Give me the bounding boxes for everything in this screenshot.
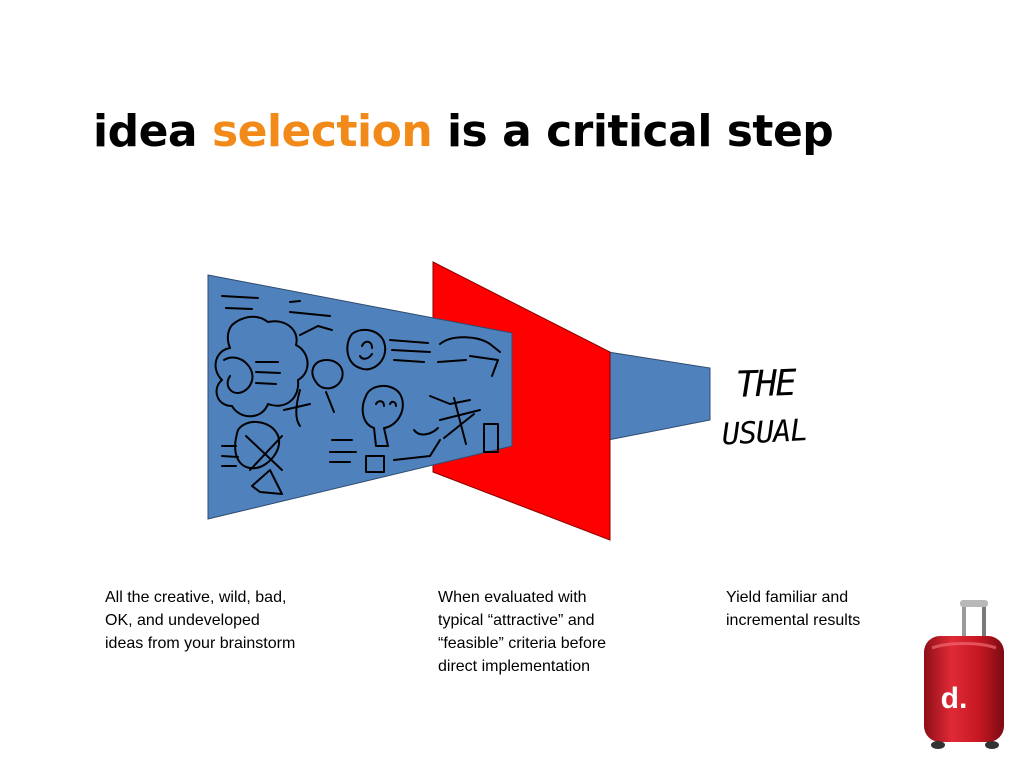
- slide-title: idea selection is a critical step: [93, 106, 834, 159]
- ideas-trapezoid: [207, 274, 513, 520]
- caption-line: ideas from your brainstorm: [105, 635, 296, 652]
- handwritten-the-usual: THE USUAL: [721, 363, 808, 453]
- suitcase-wheel-right: [985, 741, 999, 749]
- handwritten-line-1: THE: [735, 363, 798, 406]
- brainstorm-scribbles: [214, 295, 501, 495]
- caption-line: typical “attractive” and: [438, 612, 595, 629]
- caption-brainstorm: All the creative, wild, bad, OK, and und…: [105, 586, 295, 655]
- title-part-1: idea: [93, 106, 212, 157]
- suitcase-handle-right: [982, 602, 986, 640]
- logo-text: d.: [940, 682, 968, 715]
- title-accent-word: selection: [211, 106, 433, 157]
- handwritten-line-2: USUAL: [721, 413, 808, 452]
- suitcase-handle-grip: [960, 600, 988, 607]
- suitcase-handle-left: [962, 602, 966, 640]
- caption-evaluation: When evaluated with typical “attractive”…: [438, 586, 606, 678]
- suitcase-body: [924, 636, 1004, 742]
- caption-line: direct implementation: [438, 658, 591, 675]
- caption-line: “feasible” criteria before: [438, 635, 607, 652]
- caption-line: incremental results: [726, 612, 861, 629]
- caption-results: Yield familiar and incremental results: [726, 586, 860, 632]
- caption-line: Yield familiar and: [726, 589, 849, 606]
- caption-line: All the creative, wild, bad,: [105, 589, 287, 606]
- output-trapezoid: [607, 351, 711, 441]
- dschool-suitcase-logo: [924, 600, 1004, 749]
- title-part-2: is a critical step: [432, 106, 834, 157]
- suitcase-wheel-left: [931, 741, 945, 749]
- caption-line: OK, and undeveloped: [105, 612, 260, 629]
- caption-line: When evaluated with: [438, 589, 587, 606]
